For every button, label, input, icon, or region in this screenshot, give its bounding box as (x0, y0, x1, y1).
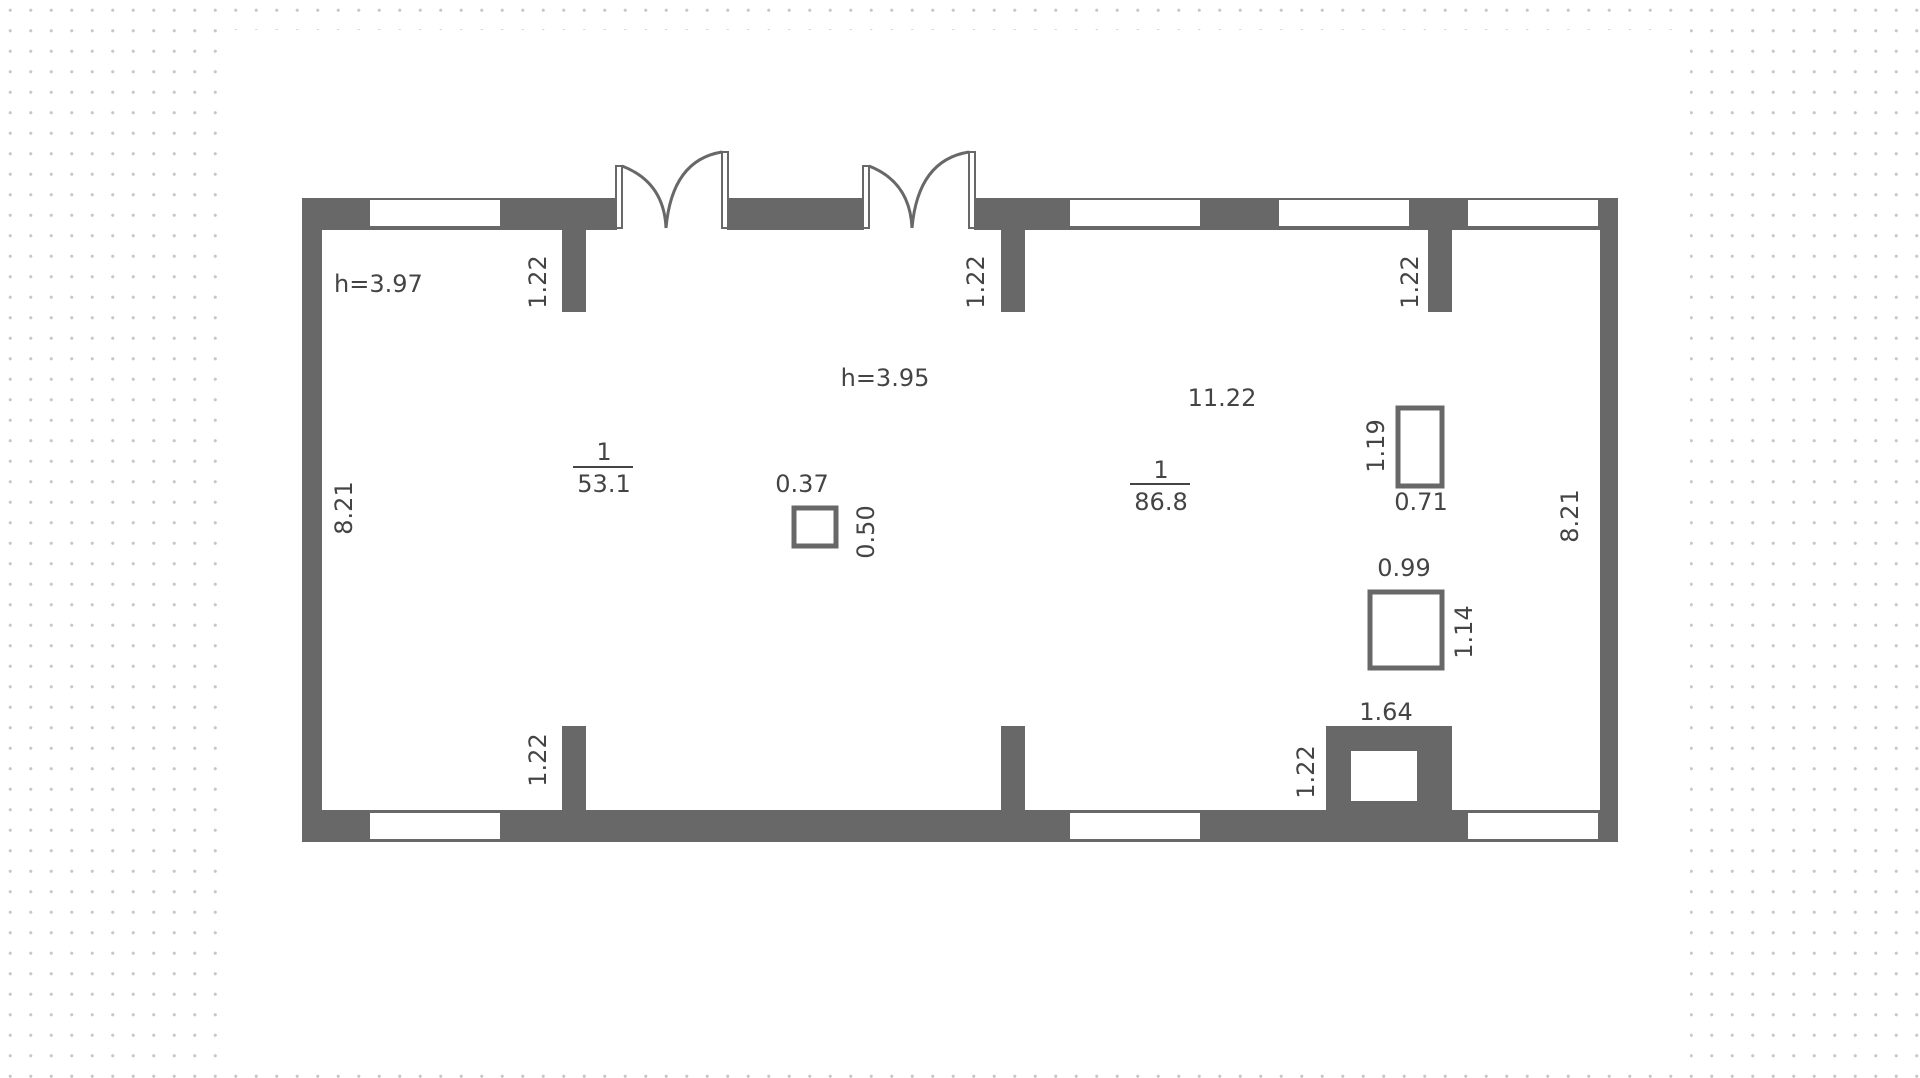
pier-top-middle (1001, 228, 1025, 312)
door-leaf (968, 151, 976, 229)
room-number: 1 (596, 438, 611, 466)
dimension-pier: 1.22 (1396, 255, 1424, 308)
dimension-shaft-width: 1.64 (1359, 698, 1412, 726)
dimension-pier: 1.22 (962, 255, 990, 308)
door-swing-arc (621, 164, 668, 229)
windows (368, 198, 1600, 841)
door-swing-arc (868, 164, 914, 229)
door-openings (617, 196, 974, 232)
dimension-pier: 1.22 (524, 733, 552, 786)
box-upper (1395, 405, 1445, 489)
pier-bottom-middle (1001, 726, 1025, 812)
double-door-1 (615, 150, 729, 229)
door-opening-2 (864, 196, 974, 232)
dimension-left-side: 8.21 (330, 481, 358, 534)
pier-top-left (562, 228, 586, 312)
window-top-1 (368, 198, 502, 228)
wall-right (1600, 198, 1618, 842)
window-bottom-1 (368, 811, 502, 841)
room-label-right: 1 86.8 (1130, 456, 1190, 516)
room-area: 53.1 (577, 470, 630, 498)
dimension-column-width: 0.37 (775, 470, 828, 498)
wall-bottom (302, 810, 1618, 842)
window-bottom-3 (1466, 811, 1600, 841)
dimension-box-lower-height: 1.14 (1450, 605, 1478, 658)
pier-bottom-left (562, 726, 586, 812)
dimension-total-length: 11.22 (1188, 384, 1257, 412)
door-swing-arc (910, 150, 970, 229)
wall-left (302, 198, 322, 842)
room-area: 86.8 (1134, 488, 1187, 516)
pier-top-right (1428, 228, 1452, 312)
door-leaf (721, 151, 729, 229)
shaft-opening (1351, 751, 1417, 801)
dimension-column-depth: 0.50 (852, 505, 880, 558)
window-top-3 (1277, 198, 1411, 228)
room-number: 1 (1153, 456, 1168, 484)
door-leaf (615, 165, 623, 229)
window-top-4 (1466, 198, 1600, 228)
column (791, 505, 839, 549)
piers (562, 228, 1452, 812)
dimension-box-upper-height: 1.19 (1362, 419, 1390, 472)
height-label-left: h=3.97 (334, 270, 423, 298)
window-bottom-2 (1068, 811, 1202, 841)
dimension-box-upper-width: 0.71 (1394, 488, 1447, 516)
dimension-shaft-depth: 1.22 (1292, 745, 1320, 798)
window-top-2 (1068, 198, 1202, 228)
shaft (1326, 726, 1452, 812)
double-door-2 (862, 150, 976, 229)
room-label-left: 1 53.1 (573, 438, 633, 498)
height-label-center: h=3.95 (841, 364, 930, 392)
box-lower (1367, 589, 1445, 671)
dimension-box-lower-width: 0.99 (1377, 554, 1430, 582)
door-leaf (862, 165, 870, 229)
dimension-right-side: 8.21 (1556, 489, 1584, 542)
door-swing-arc (664, 150, 723, 229)
dimension-pier: 1.22 (524, 255, 552, 308)
